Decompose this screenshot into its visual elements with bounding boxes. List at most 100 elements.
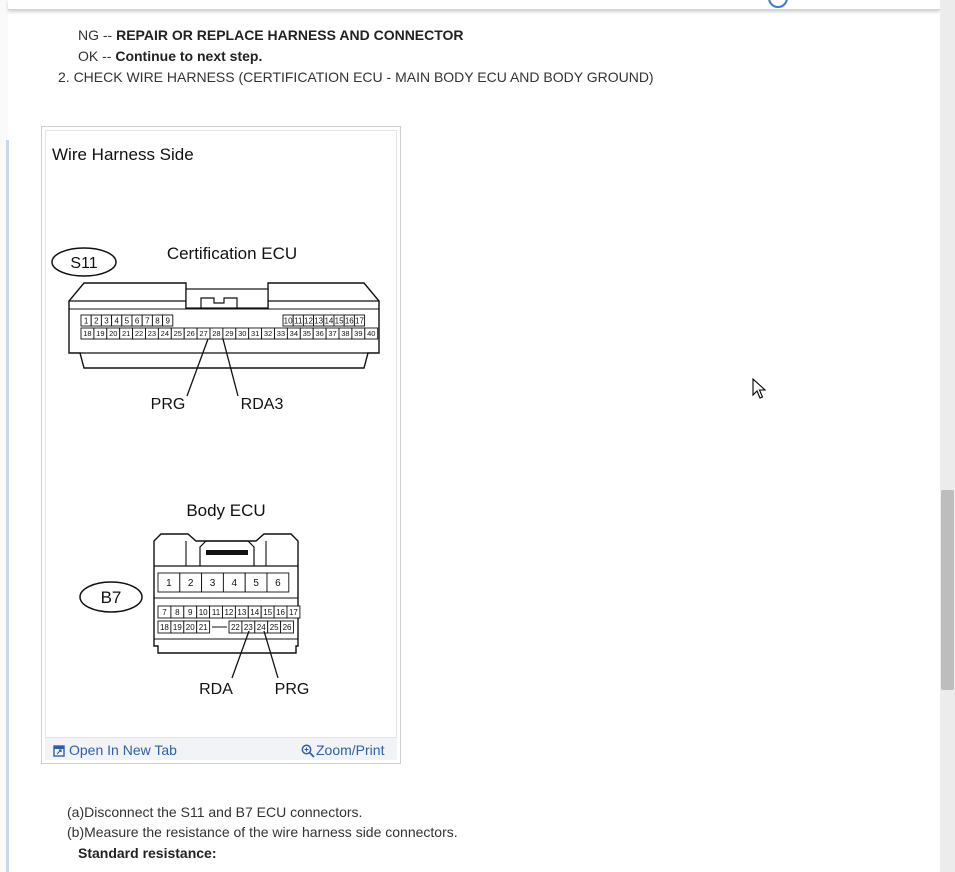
pin-number: 23 [148,329,156,338]
ng-prefix: NG -- [78,27,113,43]
certification-ecu-label: Certification ECU [167,244,297,263]
zoom-print-link[interactable]: Zoom/Print [301,742,384,758]
pin-number: 15 [263,608,272,617]
pin-number: 29 [225,329,233,338]
pin-number: 2 [94,316,99,325]
pin-number: 12 [224,608,233,617]
pin-number: 33 [277,329,285,338]
pin-number: 14 [250,608,259,617]
instruction-b: (b)Measure the resistance of the wire ha… [67,824,458,840]
pin-number: 6 [275,578,281,589]
pin-number: 24 [257,623,266,632]
pin-number: 21 [122,329,130,338]
pin-number: 40 [367,329,375,338]
magnifier-icon [301,744,315,758]
pin-number: 15 [335,316,344,325]
pin-number: 13 [314,316,323,325]
pin-number: 13 [237,608,246,617]
top-toolbar [8,0,940,10]
pin-number: 14 [324,316,333,325]
s11-connector-body [68,282,380,369]
ng-result-line: NG -- REPAIR OR REPLACE HARNESS AND CONN… [78,27,464,43]
pin-number: 5 [125,316,130,325]
pin-number: 1 [166,578,172,589]
pin-cell [364,327,379,340]
pin-number: 22 [231,623,240,632]
pin-number: 37 [328,329,336,338]
pin-number: 5 [253,578,259,589]
pin-number: 20 [109,329,117,338]
ng-action: REPAIR OR REPLACE HARNESS AND CONNECTOR [116,27,464,43]
pin-number: 11 [294,316,303,325]
standard-resistance-label: Standard resistance: [78,845,217,861]
body-ecu-label: Body ECU [186,501,265,520]
pin-number: 17 [355,316,364,325]
step-title: 2. CHECK WIRE HARNESS (CERTIFICATION ECU… [58,69,654,85]
pin-number: 12 [304,316,313,325]
pin-number: 1 [84,316,89,325]
zoom-print-label: Zoom/Print [316,742,385,758]
b7-prg-leader [263,630,279,679]
s11-callout [51,247,117,277]
pin-number: 16 [345,316,354,325]
b7-id: B7 [101,588,122,607]
instruction-a: (a)Disconnect the S11 and B7 ECU connect… [67,804,363,820]
pin-number: 9 [165,316,170,325]
pin-number: 31 [251,329,259,338]
b7-label-prg: PRG [275,681,310,698]
mouse-cursor-icon [752,378,766,399]
s11-label-rda3: RDA3 [241,396,284,413]
open-new-tab-link[interactable]: Open In New Tab [53,742,177,758]
s11-rda3-leader [222,338,239,397]
pin-cell [196,620,211,634]
b7-rda-leader [231,630,250,679]
pin-number: 25 [174,329,182,338]
ok-prefix: OK -- [78,48,112,64]
pin-number: 8 [155,316,160,325]
pin-number: 18 [83,329,91,338]
pin-number: 25 [270,623,279,632]
toolbar-circle-icon[interactable] [768,0,788,8]
pin-number: 17 [289,608,298,617]
external-tab-icon [53,745,65,757]
pin-number: 38 [341,329,349,338]
pin-number: 39 [354,329,362,338]
left-rail [0,0,9,872]
scrollbar-thumb[interactable] [941,490,954,690]
standard-resistance-heading: Standard resistance: [78,845,217,861]
pin-number: 16 [276,608,285,617]
pin-number: 2 [188,578,194,589]
pin-number: 26 [283,623,292,632]
pin-number: 34 [290,329,298,338]
connector-diagram: Wire Harness Side S11 Certification ECU … [51,145,380,698]
ok-action: Continue to next step. [115,48,263,64]
pin-number: 10 [199,608,208,617]
s11-prg-leader [186,338,209,397]
open-new-tab-label: Open In New Tab [69,742,177,758]
pin-number: 20 [186,623,195,632]
pin-number: 6 [135,316,140,325]
pin-number: 4 [232,578,238,589]
scrollbar-track[interactable] [940,0,955,872]
pin-number: 19 [173,623,182,632]
pin-number: 22 [135,329,143,338]
left-rail-accent [6,140,9,872]
pin-number: 19 [96,329,104,338]
b7-connector-body [153,533,299,654]
pin-number: 24 [161,329,169,338]
s11-id: S11 [70,255,97,272]
pin-cell [353,314,366,327]
pin-cell [162,314,174,327]
pin-number: 26 [186,329,194,338]
pin-cell [286,605,301,619]
pin-number: 3 [104,316,109,325]
figure-footer: Open In New Tab Zoom/Print [45,738,397,760]
pin-number: 36 [315,329,323,338]
ok-result-line: OK -- Continue to next step. [78,48,262,64]
pin-number: 28 [212,329,220,338]
pin-number: 30 [238,329,246,338]
pin-number: 8 [175,608,180,617]
pin-number: 10 [284,316,293,325]
